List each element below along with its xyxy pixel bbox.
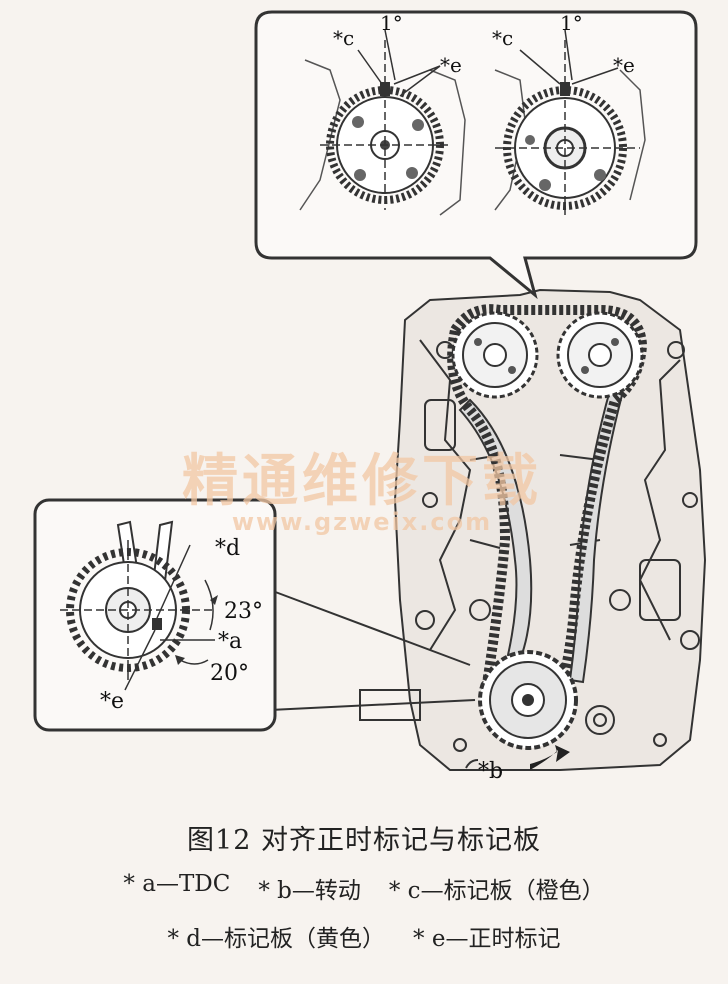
cam-detail-left [299, 29, 466, 216]
legend-item-d: * d—标记板（黄色） [167, 926, 386, 952]
caption: 图12 对齐正时标记与标记板 * a—TDC * b—转动 * c—标记板（橙色… [0, 818, 728, 967]
cam-detail-right [494, 29, 646, 215]
legend-item-e: * e—正时标记 [413, 926, 561, 952]
callout-left: *d 23° *a 20° *e [33, 498, 476, 732]
timing-diagram: *b 1° *c *e [33, 10, 707, 784]
rotation-arrow [465, 745, 570, 770]
left-label-a: *a [218, 629, 242, 654]
top-right-angle: 1° [560, 11, 583, 35]
legend-row-2: * d—标记板（黄色） * e—正时标记 [0, 919, 728, 953]
crank-sprocket [478, 650, 578, 750]
top-right-label-c: *c [492, 26, 513, 50]
top-right-label-e: *e [613, 53, 635, 77]
cam-sprocket-intake [451, 311, 539, 399]
cam-sprocket-exhaust [556, 311, 644, 399]
crank-detail [60, 520, 218, 691]
left-label-e: *e [100, 689, 124, 714]
left-angle-lower: 20° [210, 661, 249, 686]
legend-row-1: * a—TDC * b—转动 * c—标记板（橙色） [0, 871, 728, 905]
top-left-angle: 1° [380, 11, 403, 35]
legend-item-b: * b—转动 [258, 878, 361, 904]
legend-item-c: * c—标记板（橙色） [388, 878, 605, 904]
callout-top: 1° *c *e 1° *c *e [254, 10, 698, 300]
left-angle-upper: 23° [224, 599, 263, 624]
watermark: 精通维修下载 www.gzweix.com [182, 449, 542, 536]
label-b: *b [478, 759, 503, 784]
top-left-label-e: *e [440, 53, 462, 77]
timing-chain [447, 304, 648, 741]
legend-item-a: * a—TDC [123, 871, 231, 897]
left-label-d: *d [215, 536, 240, 561]
caption-title: 图12 对齐正时标记与标记板 [187, 825, 541, 856]
watermark-cn: 精通维修下载 [182, 449, 542, 514]
top-left-label-c: *c [333, 26, 354, 50]
watermark-url: www.gzweix.com [232, 508, 492, 536]
